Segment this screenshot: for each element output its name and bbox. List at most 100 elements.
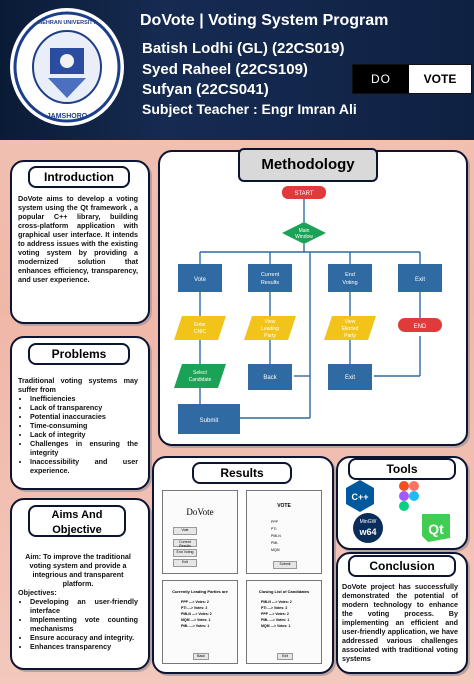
shot1-btn: Exit bbox=[173, 559, 197, 567]
shot3-line: PPP ---> Votes: 2 bbox=[181, 600, 209, 604]
shot3-back: Back bbox=[193, 653, 209, 660]
result-screenshot-leading: Currently Leading Parties are PPP ---> V… bbox=[162, 580, 238, 664]
tools-icons: C++ MinGW w64 Qt bbox=[346, 480, 450, 543]
conclusion-heading: Conclusion bbox=[348, 555, 456, 577]
svg-text:Enter: Enter bbox=[194, 322, 206, 328]
shot2-option: PPP bbox=[271, 520, 279, 524]
objective-item: Enhances transparency bbox=[30, 642, 138, 651]
shot2-option: PML bbox=[271, 541, 279, 545]
shot3-lines: PPP ---> Votes: 2 PTI ---> Votes: 2 PMLN… bbox=[181, 599, 212, 629]
badge-do: DO bbox=[353, 65, 409, 93]
svg-text:Leading: Leading bbox=[261, 326, 279, 332]
shot2-options: PPP PTI PMLN PML MQM bbox=[271, 519, 281, 554]
svg-text:Voting: Voting bbox=[342, 280, 357, 286]
shot3-line: PMLN ---> Votes: 2 bbox=[181, 612, 212, 616]
problem-item: Inaccessibility and user experience. bbox=[30, 457, 138, 475]
shot4-line: PPP ---> Votes: 2 bbox=[261, 612, 289, 616]
svg-text:Current: Current bbox=[261, 272, 280, 278]
shot3-line: PML ---> Votes: 1 bbox=[181, 624, 210, 628]
shot4-title: Closing List of Candidates bbox=[258, 589, 310, 594]
svg-text:Main: Main bbox=[299, 228, 310, 234]
mingw-icon: MinGW w64 bbox=[353, 513, 383, 543]
svg-text:View: View bbox=[265, 319, 276, 325]
svg-text:Elected: Elected bbox=[342, 326, 359, 332]
svg-text:Party: Party bbox=[344, 333, 356, 339]
objectives-label: Objectives: bbox=[18, 588, 57, 597]
shot1-btn: Current Results bbox=[173, 539, 197, 548]
university-logo-icon: JAMSHORO MEHRAN UNIVERSITY bbox=[10, 8, 124, 126]
problems-heading: Problems bbox=[28, 343, 130, 365]
svg-text:Select: Select bbox=[193, 370, 208, 376]
problem-item: Challenges in ensuring the integrity bbox=[30, 439, 138, 457]
methodology-heading: Methodology bbox=[238, 148, 378, 182]
result-screenshot-closing: Closing List of Candidates PMLN ---> Vot… bbox=[246, 580, 322, 664]
problem-item: Lack of integrity bbox=[30, 430, 138, 439]
problems-intro: Traditional voting systems may suffer fr… bbox=[18, 376, 138, 394]
flow-exit-2: Exit bbox=[345, 375, 355, 381]
tools-heading: Tools bbox=[348, 458, 456, 480]
aims-body: Aim: To improve the traditional voting s… bbox=[18, 552, 138, 651]
shot2-option: PTI bbox=[271, 527, 277, 531]
objective-item: Ensure accuracy and integrity. bbox=[30, 633, 138, 642]
objective-item: Developing an user-friendly interface bbox=[30, 597, 138, 615]
svg-text:Party: Party bbox=[264, 333, 276, 339]
objectives-list: Developing an user-friendly interface Im… bbox=[18, 597, 138, 651]
svg-text:Results: Results bbox=[261, 280, 280, 286]
problems-list: Inefficiencies Lack of transparency Pote… bbox=[18, 394, 138, 475]
conclusion-text: DoVote project has successfully demonstr… bbox=[342, 582, 458, 663]
svg-text:w64: w64 bbox=[358, 527, 376, 537]
aim-text: Aim: To improve the traditional voting s… bbox=[25, 552, 131, 588]
results-heading: Results bbox=[192, 462, 292, 484]
shot3-line: MQM ---> Votes: 1 bbox=[181, 618, 211, 622]
flow-start: START bbox=[294, 191, 313, 197]
member-3: Sufyan (22CS041) bbox=[142, 81, 269, 98]
shot3-title: Currently Leading Parties are bbox=[172, 589, 228, 594]
flowchart: START Main Window Vote Current Results E… bbox=[174, 186, 442, 434]
shot2-title: VOTE bbox=[277, 503, 291, 509]
svg-text:MinGW: MinGW bbox=[360, 519, 377, 525]
shot2-option: PMLN bbox=[271, 534, 281, 538]
svg-text:CNIC: CNIC bbox=[194, 329, 207, 335]
svg-text:JAMSHORO: JAMSHORO bbox=[47, 113, 88, 120]
shot4-line: PTI ---> Votes: 2 bbox=[261, 606, 288, 610]
problem-item: Lack of transparency bbox=[30, 403, 138, 412]
badge-vote: VOTE bbox=[423, 72, 457, 86]
problems-body: Traditional voting systems may suffer fr… bbox=[18, 376, 138, 475]
poster-title: DoVote | Voting System Program bbox=[140, 12, 389, 29]
methodology-panel bbox=[158, 150, 468, 446]
flow-exit: Exit bbox=[415, 277, 425, 283]
poster-header: JAMSHORO MEHRAN UNIVERSITY DoVote | Voti… bbox=[0, 0, 474, 140]
cpp-icon: C++ bbox=[346, 480, 374, 512]
shot4-line: MQM ---> Votes: 1 bbox=[261, 624, 291, 628]
shot2-option: MQM bbox=[271, 548, 280, 552]
problem-item: Inefficiencies bbox=[30, 394, 138, 403]
svg-text:Candidate: Candidate bbox=[189, 377, 212, 383]
svg-text:Window: Window bbox=[295, 234, 313, 240]
shot4-exit: Exit bbox=[277, 653, 293, 660]
flow-vote: Vote bbox=[194, 277, 207, 283]
shot1-btn: Vote bbox=[173, 527, 197, 535]
svg-text:Qt: Qt bbox=[428, 521, 444, 537]
result-screenshot-vote: VOTE PPP PTI PMLN PML MQM Submit bbox=[246, 490, 322, 574]
member-1: Batish Lodhi (GL) (22CS019) bbox=[142, 40, 345, 57]
dovote-badge: DO VOTE bbox=[352, 64, 472, 94]
svg-text:View: View bbox=[345, 319, 356, 325]
member-2: Syed Raheel (22CS109) bbox=[142, 61, 308, 78]
svg-text:End: End bbox=[345, 272, 355, 278]
qt-icon: Qt bbox=[422, 514, 450, 542]
shot2-submit: Submit bbox=[273, 561, 297, 569]
flow-submit: Submit bbox=[200, 418, 219, 424]
subject-teacher: Subject Teacher : Engr Imran Ali bbox=[142, 101, 357, 117]
shot4-line: PMLN ---> Votes: 2 bbox=[261, 600, 292, 604]
shot1-title: DoVote bbox=[186, 507, 214, 517]
shot3-line: PTI ---> Votes: 2 bbox=[181, 606, 208, 610]
shot1-btn: End Voting bbox=[173, 549, 197, 557]
figma-icon bbox=[399, 481, 419, 511]
problem-item: Time-consuming bbox=[30, 421, 138, 430]
aims-heading: Aims And Objective bbox=[28, 505, 126, 537]
objective-item: Implementing vote counting mechanisms bbox=[30, 615, 138, 633]
svg-text:MEHRAN UNIVERSITY: MEHRAN UNIVERSITY bbox=[38, 20, 97, 26]
shot4-lines: PMLN ---> Votes: 2 PTI ---> Votes: 2 PPP… bbox=[261, 599, 292, 629]
flow-end: END bbox=[414, 324, 427, 330]
introduction-text: DoVote aims to develop a voting system u… bbox=[18, 194, 138, 284]
